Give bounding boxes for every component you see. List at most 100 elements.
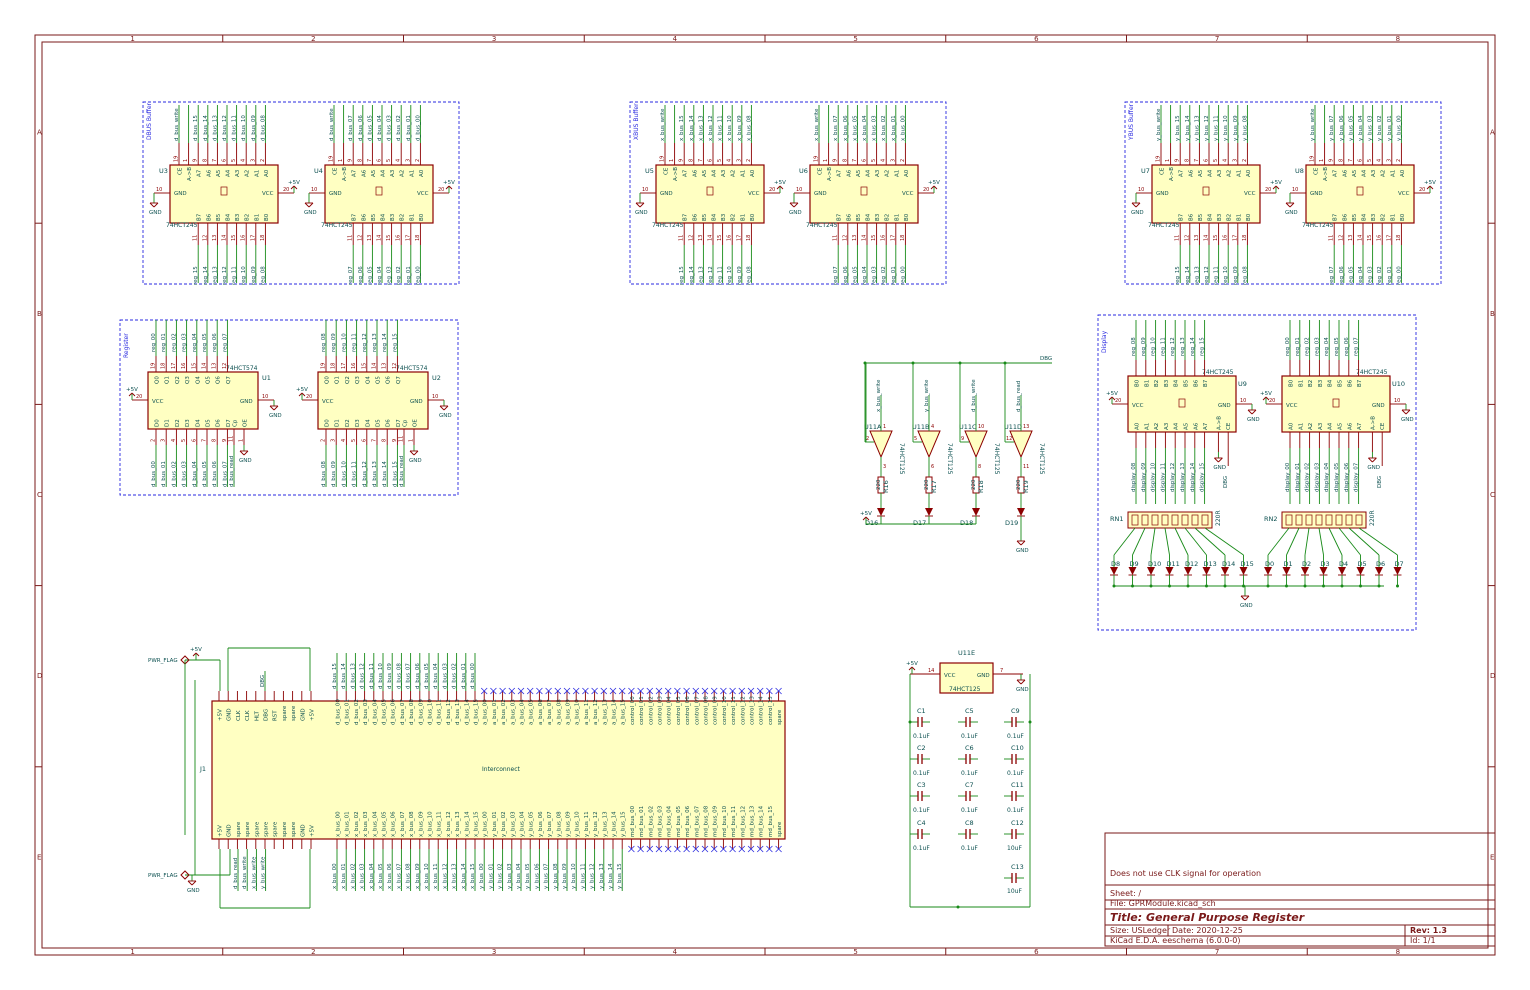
pin-b: B3 <box>1164 379 1170 387</box>
pin-number: 11 <box>399 436 405 442</box>
gnd-symbol <box>1020 679 1026 685</box>
pin-number: 19 <box>174 156 180 162</box>
pin-a: A4 <box>1328 422 1334 430</box>
pin-number: 6 <box>931 464 934 470</box>
net-label: y_bus_write <box>924 379 930 412</box>
net-label: x_bus_write <box>876 379 882 412</box>
pin-number: 20 <box>283 187 289 193</box>
connector-pin-label: x_bus_05 <box>382 811 388 837</box>
connector-pin-label: control_03 <box>658 696 664 725</box>
led-ref: D16 <box>865 519 878 527</box>
connector-pin-label: x_bus_10 <box>428 811 434 837</box>
connector-pin-label: a_bus_09 <box>566 699 572 725</box>
pin-number: 7 <box>1000 668 1003 674</box>
pin-number: 3 <box>161 439 167 442</box>
gnd-symbol <box>1131 202 1137 208</box>
resistor-element <box>1131 514 1139 526</box>
pin-b: B5 <box>856 213 862 221</box>
display-buffer-value: 74HCT245 <box>1202 369 1234 376</box>
net-label: reg_07 <box>222 333 228 352</box>
connector-pin-label: d_bus_06 <box>391 699 397 725</box>
cap-C8: C80.1uF <box>958 819 978 852</box>
pin-number: 10 <box>1240 398 1246 404</box>
pin-q: Q0 <box>155 376 161 384</box>
pin-d: D2 <box>175 419 181 427</box>
net-label: y_bus_11 <box>1214 115 1220 141</box>
no-connect <box>747 687 755 695</box>
pin-number: 2 <box>1242 159 1248 162</box>
net-label: x_bus_02 <box>350 863 356 889</box>
led-symbol <box>1128 567 1137 575</box>
pin-number: 16 <box>241 235 247 241</box>
net-label: reg_07 <box>833 266 839 285</box>
connector-pin-label: md_bus_13 <box>750 805 756 837</box>
net-label: display_10 <box>1151 462 1157 492</box>
connector-pin-label: a_bus_04 <box>520 699 526 725</box>
net-label: reg_00 <box>900 266 906 285</box>
net-label: display_01 <box>1295 463 1301 492</box>
group-title-ybus: YBUS Buffer <box>1128 103 1135 141</box>
pin-a: A4 <box>866 169 872 177</box>
led-symbol <box>1375 567 1383 575</box>
pin-b: B3 <box>1318 379 1324 387</box>
pin-number: 20 <box>923 187 929 193</box>
pin-q: Q2 <box>345 376 351 384</box>
net-label: d_bus_13 <box>372 461 378 487</box>
pin-b: B6 <box>1193 379 1199 387</box>
connector-pin-label: a_bus_14 <box>612 699 618 725</box>
net-label: reg_05 <box>202 333 208 352</box>
led-D0: D0 <box>1264 527 1290 588</box>
pin-b: B3 <box>1371 213 1377 221</box>
pin-number: 2 <box>1396 159 1402 162</box>
net-label: d_bus_10 <box>341 461 347 487</box>
gnd-label: GND <box>635 210 648 216</box>
connector-pin-label: d_bus_03 <box>363 699 369 725</box>
pin-d: D6 <box>386 419 392 427</box>
pin-number: 14 <box>222 235 228 241</box>
net-label: d_bus_write <box>971 379 977 412</box>
pin-a: A1 <box>409 170 415 177</box>
net-label: reg_01 <box>1295 337 1301 356</box>
cap-C2: C20.1uF <box>910 744 930 777</box>
pin-number: 14 <box>377 235 383 241</box>
cap-ref: C1 <box>917 707 926 715</box>
pin-a: A5 <box>702 169 708 177</box>
cap-ref: C10 <box>1011 744 1024 752</box>
connector-pin-label: control_04 <box>667 696 673 725</box>
junction-dot <box>1396 584 1399 588</box>
pin-a: A7 <box>1357 422 1363 430</box>
net-label: y_bus_write <box>261 856 267 889</box>
pin-a: A0 <box>1289 422 1295 430</box>
pin-number: 2 <box>900 159 906 162</box>
net-label: x_bus_write <box>251 856 257 889</box>
cap-ref: C12 <box>1011 819 1024 827</box>
pin-a: A2 <box>885 170 891 177</box>
pin-a: A2 <box>1227 170 1233 177</box>
junction-dot <box>958 361 962 365</box>
pin-a: A3 <box>1371 169 1377 177</box>
connector-pin-label: a_bus_13 <box>602 699 608 725</box>
net-label: reg_10 <box>341 333 347 352</box>
connector-pin-label: control_13 <box>750 696 756 725</box>
net-label: reg_04 <box>1358 266 1364 285</box>
net-label: d_bus_07 <box>348 115 354 141</box>
pin-ab: A->B <box>342 167 348 181</box>
pin-number: 18 <box>746 235 752 241</box>
pin-a: A6 <box>846 169 852 177</box>
buffer-hysteresis <box>706 186 714 196</box>
pin-number: 3 <box>883 464 886 470</box>
gnd-symbol <box>635 202 641 208</box>
pin-number: 9 <box>222 439 228 442</box>
net-label: x_bus_03 <box>872 115 878 141</box>
pin-q: Q5 <box>206 376 212 384</box>
buffer-hysteresis <box>1202 186 1210 196</box>
group-box-ybus <box>1124 101 1442 285</box>
net-label: y_bus_01 <box>488 863 494 889</box>
pin-number: 17 <box>405 235 411 241</box>
no-connect <box>655 845 663 853</box>
gate-ref: U11D <box>1004 423 1022 431</box>
buffer-ref: U3 <box>159 167 168 175</box>
junction-dot <box>1003 361 1007 365</box>
gnd-symbol <box>1135 202 1141 208</box>
